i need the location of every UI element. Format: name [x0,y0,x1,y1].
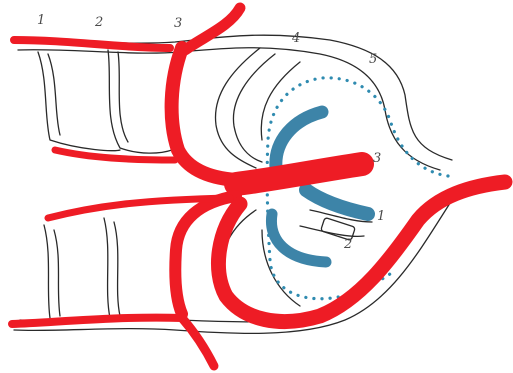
red-upper-left [55,150,175,160]
label-inner-2: 2 [343,237,352,252]
dotted-sac [267,78,448,299]
arch1-lower-inner [54,230,60,316]
label-top-2: 2 [94,15,103,30]
blue-branch [306,190,368,214]
red-bottom-sweep [12,318,182,324]
arch1-upper [38,52,120,151]
arch1-lower [44,225,50,318]
label-inner-1: 1 [377,209,385,224]
label-top-4: 4 [291,31,300,46]
red-vessels [12,8,505,366]
red-top-branch [185,8,240,50]
arch2-upper [108,50,172,153]
arch2-upper-inner [118,52,128,142]
red-fourth-arch [218,182,505,322]
label-top-5: 5 [369,52,377,67]
upper-outer-outline [14,35,452,160]
arch1-upper-inner [48,54,60,135]
red-bottom-descend [182,318,214,366]
arch4-upper [215,48,260,168]
red-top-sweep [14,40,170,48]
arch2-lower [104,218,110,318]
label-top-1: 1 [37,13,45,28]
arch2-lower-inner [114,222,120,316]
label-top-3: 3 [174,16,182,31]
label-inner-3: 3 [373,151,381,166]
blue-arch-lower [271,214,326,262]
dotted-sac-path [267,78,448,299]
red-upper-trunk [172,48,236,180]
